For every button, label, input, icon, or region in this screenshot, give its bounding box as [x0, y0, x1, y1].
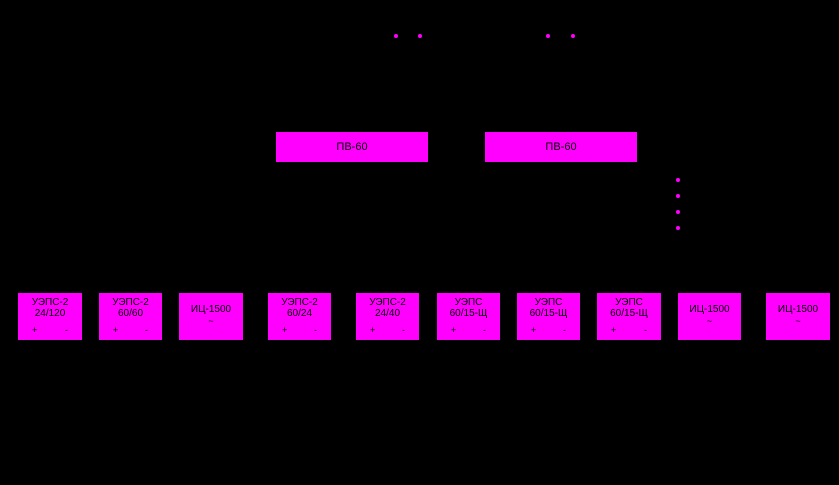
terminal-ac: ~	[795, 316, 801, 326]
unit-2: УЭПС-2 60/60 + -	[99, 293, 162, 340]
unit-name: ИЦ-1500	[777, 304, 819, 315]
terminal-minus: -	[644, 325, 647, 335]
unit-model: 24/40	[374, 308, 401, 319]
terminal-plus: +	[611, 325, 617, 335]
unit-model: 60/24	[286, 308, 313, 319]
unit-name: УЭПС-2	[31, 297, 69, 308]
terminal-plus: +	[531, 325, 537, 335]
terminal-plus: +	[32, 325, 38, 335]
terminal-minus: -	[145, 325, 148, 335]
terminal-plus: +	[370, 325, 376, 335]
unit-model: 60/15-Щ	[449, 308, 488, 319]
unit-9: ИЦ-1500 ~	[678, 293, 741, 340]
unit-name: УЭПС	[534, 297, 563, 308]
unit-4: УЭПС-2 60/24 + -	[268, 293, 331, 340]
unit-name: УЭПС-2	[281, 297, 318, 308]
unit-7: УЭПС 60/15-Щ + -	[517, 293, 580, 340]
unit-name: УЭПС-2	[369, 297, 406, 308]
terminal-plus: +	[451, 325, 457, 335]
top-panel-label: ПВ-60	[545, 141, 577, 153]
unit-name: ИЦ-1500	[190, 304, 232, 315]
connection-dot	[394, 34, 398, 38]
unit-name: УЭПС-2	[112, 297, 149, 308]
connection-dot	[676, 194, 680, 198]
unit-name: УЭПС	[454, 297, 483, 308]
terminal-ac: ~	[208, 316, 214, 326]
top-panel-label: ПВ-60	[336, 141, 368, 153]
terminal-plus: +	[282, 325, 288, 335]
connection-dot	[676, 210, 680, 214]
unit-3: ИЦ-1500 ~	[179, 293, 243, 340]
unit-model: 60/15-Щ	[610, 308, 648, 319]
unit-1: УЭПС-2 24/120 + -	[18, 293, 82, 340]
unit-6: УЭПС 60/15-Щ + -	[437, 293, 500, 340]
connection-dot	[676, 178, 680, 182]
terminal-minus: -	[483, 325, 486, 335]
top-panel-2: ПВ-60	[485, 132, 637, 162]
top-panel-1: ПВ-60	[276, 132, 428, 162]
unit-model: 24/120	[34, 308, 66, 319]
unit-8: УЭПС 60/15-Щ + -	[597, 293, 661, 340]
unit-5: УЭПС-2 24/40 + -	[356, 293, 419, 340]
terminal-minus: -	[314, 325, 317, 335]
terminal-ac: ~	[706, 316, 713, 326]
terminal-minus: -	[65, 325, 68, 335]
terminal-minus: -	[563, 325, 566, 335]
unit-model: 60/15-Щ	[529, 308, 568, 319]
connection-dot	[546, 34, 550, 38]
unit-name: УЭПС	[615, 297, 643, 308]
unit-10: ИЦ-1500 ~	[766, 293, 830, 340]
unit-name: ИЦ-1500	[689, 304, 730, 315]
terminal-plus: +	[113, 325, 119, 335]
unit-model: 60/60	[117, 308, 144, 319]
terminal-minus: -	[402, 325, 405, 335]
connection-dot	[418, 34, 422, 38]
connection-dot	[676, 226, 680, 230]
connection-dot	[571, 34, 575, 38]
